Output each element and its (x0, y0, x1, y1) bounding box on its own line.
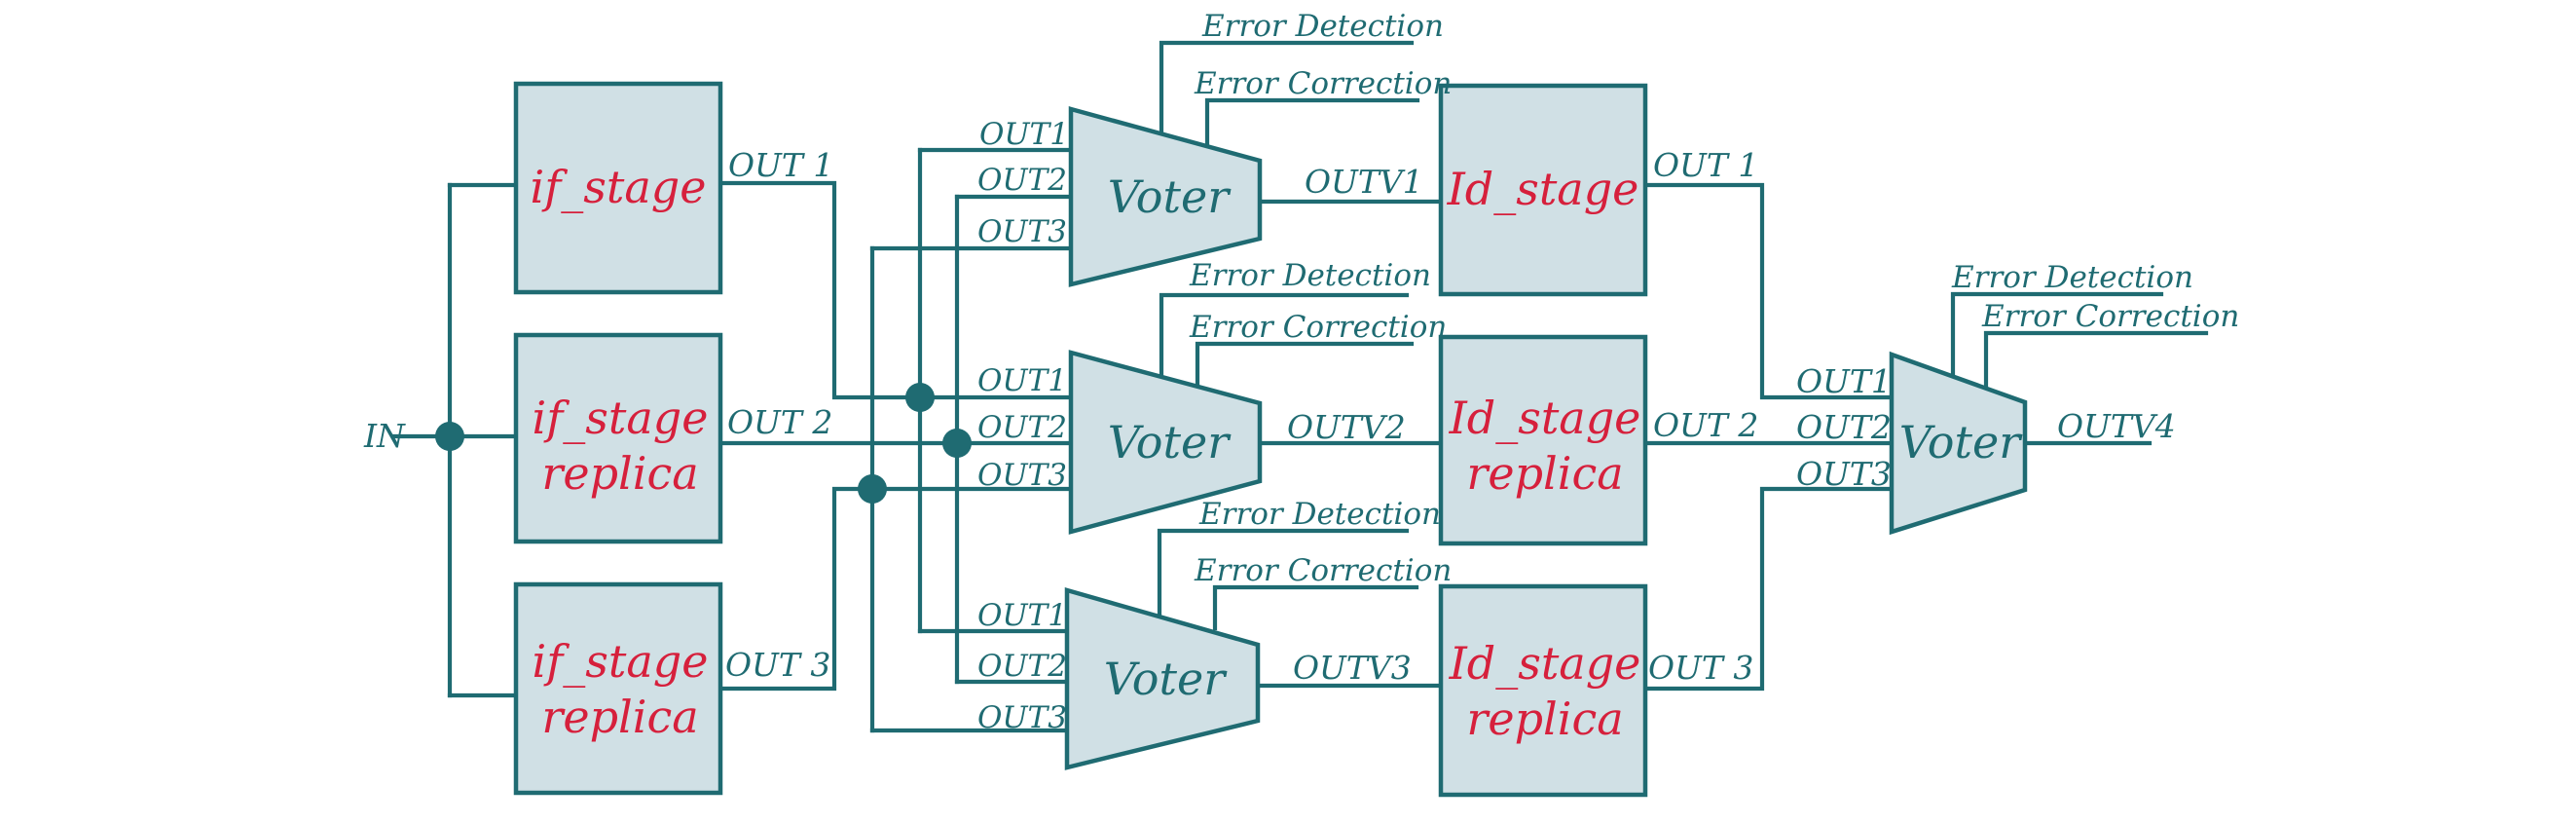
wire-id3-out (1642, 486, 1895, 692)
if-stage-3-label-2: replica (541, 691, 698, 743)
wire-v1-det (1159, 40, 1415, 137)
junctions (435, 383, 972, 504)
labels: IN OUT 1 OUT 2 OUT 3 OUT1 OUT2 OUT3 OUTV… (363, 9, 2239, 735)
voter-3-cor: Error Correction (1194, 553, 1452, 588)
if-out1-label: OUT 1 (728, 146, 833, 184)
voter-final-label: Voter (1899, 416, 2023, 468)
wire-if3-out (718, 486, 1074, 692)
if-stage-3-box (513, 581, 723, 796)
junction-net1 (905, 383, 935, 412)
id-stage-3-box (1438, 583, 1648, 798)
wire-v2-cor (1195, 341, 1415, 393)
voter-final-shape (1889, 351, 2028, 536)
id-stage-3-label-2: replica (1466, 692, 1623, 745)
voter-final-in3: OUT3 (1796, 455, 1892, 493)
id-out3-label: OUT 3 (1648, 649, 1753, 687)
voter-2-shape (1068, 350, 1263, 535)
if-stage-2-label: if_stage (533, 392, 709, 444)
if-stage-3-label: if_stage (533, 635, 709, 688)
voter-1-in2: OUT2 (977, 163, 1067, 198)
wire-v2-det (1159, 292, 1410, 381)
voter-1-in3: OUT3 (977, 214, 1067, 249)
wire-id1-out (1642, 182, 1895, 400)
voter-2-in3: OUT3 (977, 458, 1067, 493)
voter-final-out: OUTV4 (2057, 407, 2176, 445)
id-out2-label: OUT 2 (1653, 406, 1758, 444)
wire-v4-cor (1983, 330, 2209, 388)
voter-3-label: Voter (1104, 653, 1228, 705)
wires (390, 40, 2209, 733)
wire-v3-det (1157, 528, 1410, 617)
voter-2-label: Voter (1108, 416, 1232, 468)
if-stage-2-label-2: replica (541, 447, 698, 500)
voter-3-in2: OUT2 (977, 649, 1067, 684)
wire-v4-det (1950, 291, 2164, 378)
voter-final-det: Error Detection (1951, 260, 2193, 295)
if-stage-1: if_stage (513, 81, 723, 295)
voter-2-out: OUTV2 (1287, 408, 1406, 446)
junction-net3 (858, 474, 887, 504)
junction-in (435, 422, 464, 451)
voter-1-label: Voter (1108, 170, 1232, 223)
voter-final-in2: OUT2 (1796, 408, 1892, 446)
wire-v3-cor (1212, 584, 1419, 631)
if-stage-3: if_stage replica (513, 581, 723, 796)
junction-net2 (942, 429, 972, 458)
id-out1-label: OUT 1 (1653, 146, 1758, 184)
voter-2-det: Error Detection (1189, 258, 1431, 293)
voter-1-shape (1068, 106, 1263, 287)
id-stage-3-label: Id_stage (1449, 637, 1641, 690)
voter-final: Voter (1889, 351, 2028, 536)
id-stage-2-label-2: replica (1466, 447, 1623, 500)
id-stage-1-label: Id_stage (1447, 163, 1639, 215)
wire-if1-out (718, 180, 1074, 400)
voter-final-cor: Error Correction (1981, 299, 2239, 334)
voter-3-in1: OUT1 (977, 598, 1067, 633)
id-stage-2-box (1438, 334, 1648, 546)
voter-3-out: OUTV3 (1293, 649, 1412, 687)
voter-3-shape (1064, 587, 1261, 770)
voter-1: Voter (1068, 106, 1263, 287)
if-out2-label: OUT 2 (727, 403, 832, 441)
voter-3-det: Error Detection (1198, 497, 1441, 532)
id-stage-2: Id_stage replica (1438, 334, 1648, 546)
id-stage-2-label: Id_stage (1449, 392, 1641, 444)
voter-1-out: OUTV1 (1305, 163, 1423, 201)
voter-1-in1: OUT1 (979, 117, 1069, 152)
wire-v1-cor (1204, 97, 1420, 149)
if-stage-2: if_stage replica (513, 332, 723, 544)
if-stage-1-box (513, 81, 723, 295)
voter-2-cor: Error Correction (1189, 310, 1447, 345)
in-label: IN (363, 417, 406, 455)
if-stage-1-label: if_stage (531, 161, 707, 213)
if-out3-label: OUT 3 (725, 646, 830, 684)
voter-2-in1: OUT1 (977, 363, 1067, 398)
id-stage-1: Id_stage (1438, 83, 1648, 297)
voter-2: Voter (1068, 350, 1263, 535)
voter-final-in1: OUT1 (1796, 362, 1892, 400)
id-stage-1-box (1438, 83, 1648, 297)
voter-1-cor: Error Correction (1194, 66, 1452, 101)
id-stage-3: Id_stage replica (1438, 583, 1648, 798)
voter-3-in3: OUT3 (977, 700, 1067, 735)
voter-1-det: Error Detection (1201, 9, 1444, 44)
voter-2-in2: OUT2 (977, 410, 1067, 445)
if-stage-2-box (513, 332, 723, 544)
voter-3: Voter (1064, 587, 1261, 770)
